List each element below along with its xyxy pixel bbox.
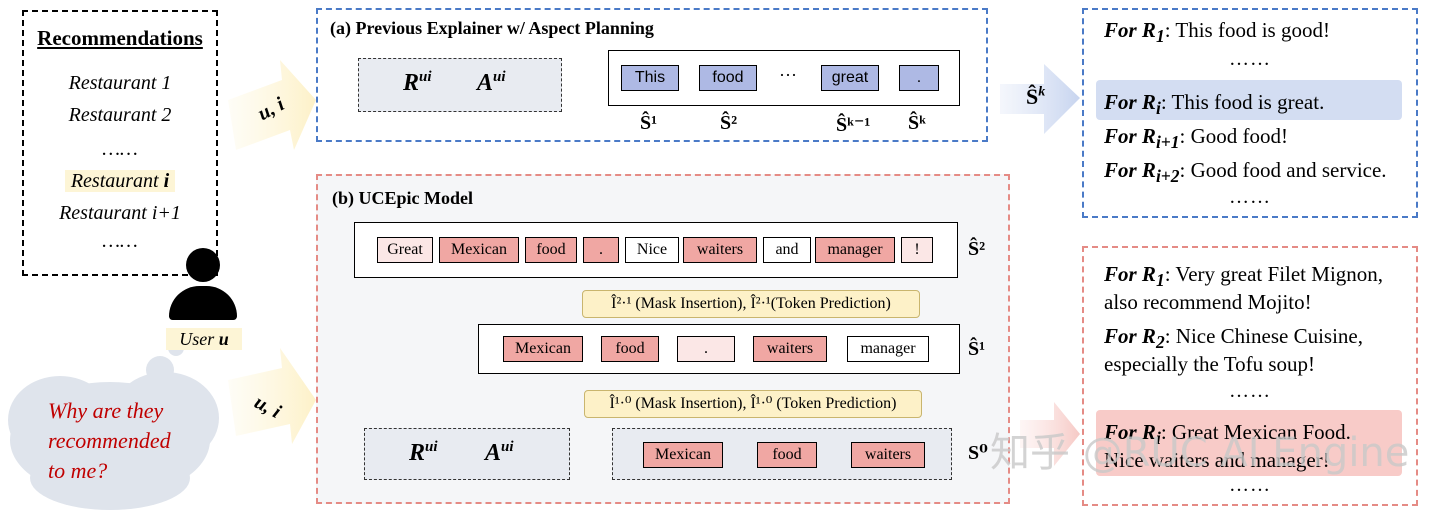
s0-label: S⁰ (968, 442, 988, 464)
output-arrow-blue (1000, 64, 1080, 134)
out-a-line-4: For Ri+2: Good food and service. (1104, 158, 1387, 187)
panel-a-sequence-box: This food ··· great . (608, 50, 960, 106)
s2-token: . (583, 237, 619, 263)
panel-a-label-sk: Ŝᵏ (908, 112, 926, 134)
mask-insertion-bar-2: Î²·¹ (Mask Insertion), Î²·¹(Token Predic… (582, 290, 920, 318)
s1-token: food (601, 336, 659, 362)
panel-b-r: Rui (409, 439, 438, 466)
s1-sequence-box: Mexican food . waiters manager (478, 324, 960, 374)
panel-b-a: Aui (485, 439, 514, 466)
panel-a-token-2: food (699, 65, 757, 91)
rec-item-i: Restaurant i (64, 170, 176, 192)
s1-token: waiters (753, 336, 827, 362)
panel-a-r: Rui (403, 69, 432, 96)
out-a-dots-1: …… (1229, 48, 1271, 70)
panel-a-label-s1: Ŝ¹ (640, 112, 658, 134)
panel-a-a: Aui (477, 69, 506, 96)
user-icon-head (186, 248, 220, 282)
panel-a-token-3: great (821, 65, 879, 91)
s2-token: ! (901, 237, 933, 263)
highlight-ri-b (1096, 410, 1402, 476)
rec-item-1: Restaurant 1 (68, 72, 172, 94)
s2-token: Nice (625, 237, 679, 263)
out-b-line-3-cont: Nice waiters and manager! (1104, 448, 1330, 472)
s2-token: and (763, 237, 811, 263)
output-arrow-red (1020, 402, 1080, 466)
panel-a-token-1: This (621, 65, 679, 91)
panel-previous-explainer: (a) Previous Explainer w/ Aspect Plannin… (316, 8, 988, 142)
s1-token: . (677, 336, 735, 362)
out-a-line-2: For Ri: This food is great. (1104, 90, 1325, 119)
rec-ellipsis-1: …… (102, 138, 138, 160)
panel-a-input-box: Rui Aui (358, 58, 562, 112)
s2-token: food (525, 237, 577, 263)
rec-item-i-row: Restaurant i (24, 170, 216, 193)
output-panel-previous: For R1: This food is good! …… For Ri: Th… (1082, 8, 1418, 218)
panel-a-ellipsis: ··· (779, 65, 797, 85)
s0-token: food (757, 442, 817, 468)
input-arrow-bottom (228, 348, 316, 444)
panel-a-token-4: . (899, 65, 939, 91)
recommendations-panel: Recommendations Restaurant 1 Restaurant … (22, 10, 218, 276)
out-a-dots-2: …… (1229, 186, 1271, 208)
s2-token: waiters (683, 237, 757, 263)
highlight-ri (1096, 80, 1402, 120)
thought-text: Why are they recommended to me? (48, 396, 218, 486)
mask-insertion-bar-1: Î¹·⁰ (Mask Insertion), Î¹·⁰ (Token Predi… (584, 390, 922, 418)
out-b-line-1: For R1: Very great Filet Mignon, (1104, 262, 1384, 291)
thought-cloud (8, 340, 219, 510)
s2-token: manager (815, 237, 895, 263)
thought-line-3: to me? (48, 458, 108, 483)
out-b-line-2: For R2: Nice Chinese Cuisine, (1104, 324, 1363, 353)
s1-token: Mexican (503, 336, 583, 362)
out-b-line-2-cont: especially the Tofu soup! (1104, 352, 1316, 376)
s1-label: Ŝ¹ (968, 338, 986, 360)
s2-token: Mexican (439, 237, 519, 263)
panel-ucepic-model: (b) UCEpic Model Great Mexican food . Ni… (316, 174, 1010, 504)
panel-a-title: (a) Previous Explainer w/ Aspect Plannin… (330, 18, 654, 38)
s0-sequence-box: Mexican food waiters (612, 428, 952, 480)
output-panel-ucepic: For R1: Very great Filet Mignon, also re… (1082, 246, 1418, 506)
out-a-line-1: For R1: This food is good! (1104, 18, 1330, 47)
rec-ellipsis-2: …… (102, 230, 138, 252)
thought-line-2: recommended (48, 428, 171, 453)
user-label: User u (166, 328, 242, 350)
thought-line-1: Why are they (48, 398, 164, 423)
input-arrow-top (228, 60, 316, 150)
watermark: 知乎 @RUC AI Engine (990, 430, 1410, 476)
panel-a-label-sk-1: Ŝᵏ⁻¹ (836, 114, 871, 136)
s2-token: Great (377, 237, 433, 263)
s0-token: Mexican (643, 442, 723, 468)
rec-item-i-plus-1: Restaurant i+1 (59, 202, 181, 224)
s1-token: manager (847, 336, 929, 362)
panel-b-input-box: Rui Aui (364, 428, 570, 480)
panel-a-label-s2: Ŝ² (720, 112, 738, 134)
panel-b-title: (b) UCEpic Model (332, 188, 473, 208)
s0-token: waiters (851, 442, 925, 468)
out-b-dots-2: …… (1229, 474, 1271, 496)
s2-sequence-box: Great Mexican food . Nice waiters and ma… (354, 222, 958, 278)
out-b-dots-1: …… (1229, 380, 1271, 402)
out-a-line-3: For Ri+1: Good food! (1104, 124, 1289, 153)
recommendations-title: Recommendations (37, 26, 203, 50)
sk-arrow-label: Ŝk (1026, 84, 1046, 109)
out-b-line-1-cont: also recommend Mojito! (1104, 290, 1312, 314)
s2-label: Ŝ² (968, 238, 986, 260)
out-b-line-3: For Ri: Great Mexican Food. (1104, 420, 1351, 449)
rec-item-2: Restaurant 2 (68, 104, 172, 126)
